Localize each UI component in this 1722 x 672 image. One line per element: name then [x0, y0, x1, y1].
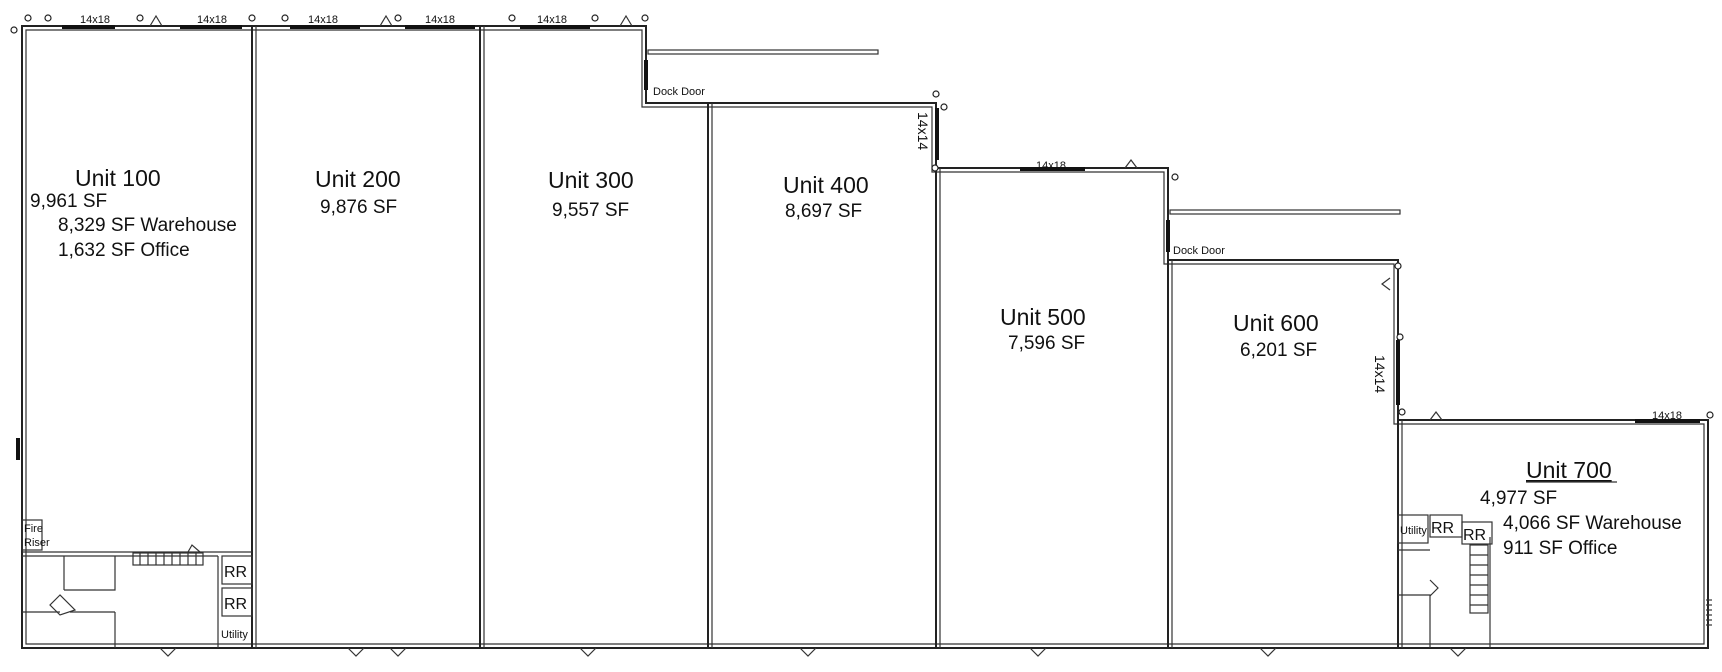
dock-door-label: Dock Door — [1173, 245, 1225, 257]
unit-100: Unit 100 9,961 SF 8,329 SF Warehouse 1,6… — [30, 165, 237, 261]
unit-title: Unit 200 — [315, 166, 401, 192]
utility-label: Utility — [221, 629, 248, 641]
unit-total-sf: 6,201 SF — [1240, 340, 1317, 361]
unit-office-sf: 911 SF Office — [1503, 538, 1617, 559]
door-labels: 14x18 14x18 14x18 14x18 14x18 14x18 14x1… — [80, 14, 1682, 422]
utility-label: Utility — [1400, 525, 1427, 537]
unit-total-sf: 4,977 SF — [1480, 488, 1557, 509]
door-label: 14x18 — [308, 14, 338, 26]
dock-canopies — [647, 49, 1401, 215]
unit-700: Unit 700 4,977 SF 4,066 SF Warehouse 911… — [1480, 457, 1682, 559]
rr-label: RR — [1463, 527, 1486, 544]
door-label: 14x18 — [1652, 410, 1682, 422]
demising-walls — [251, 26, 1403, 648]
unit-700-office: Utility RR RR — [1397, 514, 1493, 648]
unit-200: Unit 200 9,876 SF — [315, 166, 401, 218]
unit-title: Unit 600 — [1233, 310, 1319, 336]
unit-300: Unit 300 9,557 SF — [548, 167, 634, 221]
unit-400: Unit 400 8,697 SF — [783, 172, 869, 222]
unit-100-office: RR RR Utility Fire Riser — [21, 519, 253, 648]
fire-label: Fire — [24, 523, 43, 535]
door-label-rotated: 14x14 — [1372, 355, 1388, 393]
unit-warehouse-sf: 8,329 SF Warehouse — [58, 215, 237, 236]
unit-office-sf: 1,632 SF Office — [58, 240, 190, 261]
rr-label: RR — [1431, 520, 1454, 537]
unit-500: Unit 500 7,596 SF — [1000, 304, 1086, 354]
unit-title: Unit 700 — [1526, 457, 1612, 483]
door-label-rotated: 14x14 — [915, 112, 931, 150]
unit-total-sf: 8,697 SF — [785, 201, 862, 222]
unit-total-sf: 9,876 SF — [320, 197, 397, 218]
unit-600: Unit 600 6,201 SF — [1233, 310, 1319, 361]
unit-title: Unit 300 — [548, 167, 634, 193]
door-label: 14x18 — [1036, 160, 1066, 172]
riser-label: Riser — [24, 537, 50, 549]
door-swings — [149, 14, 1467, 657]
overhead-doors — [16, 25, 1700, 460]
door-label: 14x18 — [425, 14, 455, 26]
unit-warehouse-sf: 4,066 SF Warehouse — [1503, 513, 1682, 534]
dock-door-label: Dock Door — [653, 86, 705, 98]
door-label: 14x18 — [197, 14, 227, 26]
unit-title: Unit 400 — [783, 172, 869, 198]
building-outline — [21, 25, 1709, 649]
rr-label: RR — [224, 564, 247, 581]
unit-total-sf: 9,557 SF — [552, 200, 629, 221]
unit-700-edge-detail — [1706, 599, 1712, 626]
unit-title: Unit 500 — [1000, 304, 1086, 330]
unit-total-sf: 9,961 SF — [30, 191, 107, 212]
unit-title: Unit 100 — [75, 165, 161, 191]
rr-label: RR — [224, 596, 247, 613]
column-posts — [10, 14, 1714, 419]
unit-total-sf: 7,596 SF — [1008, 333, 1085, 354]
door-label: 14x18 — [80, 14, 110, 26]
door-label: 14x18 — [537, 14, 567, 26]
